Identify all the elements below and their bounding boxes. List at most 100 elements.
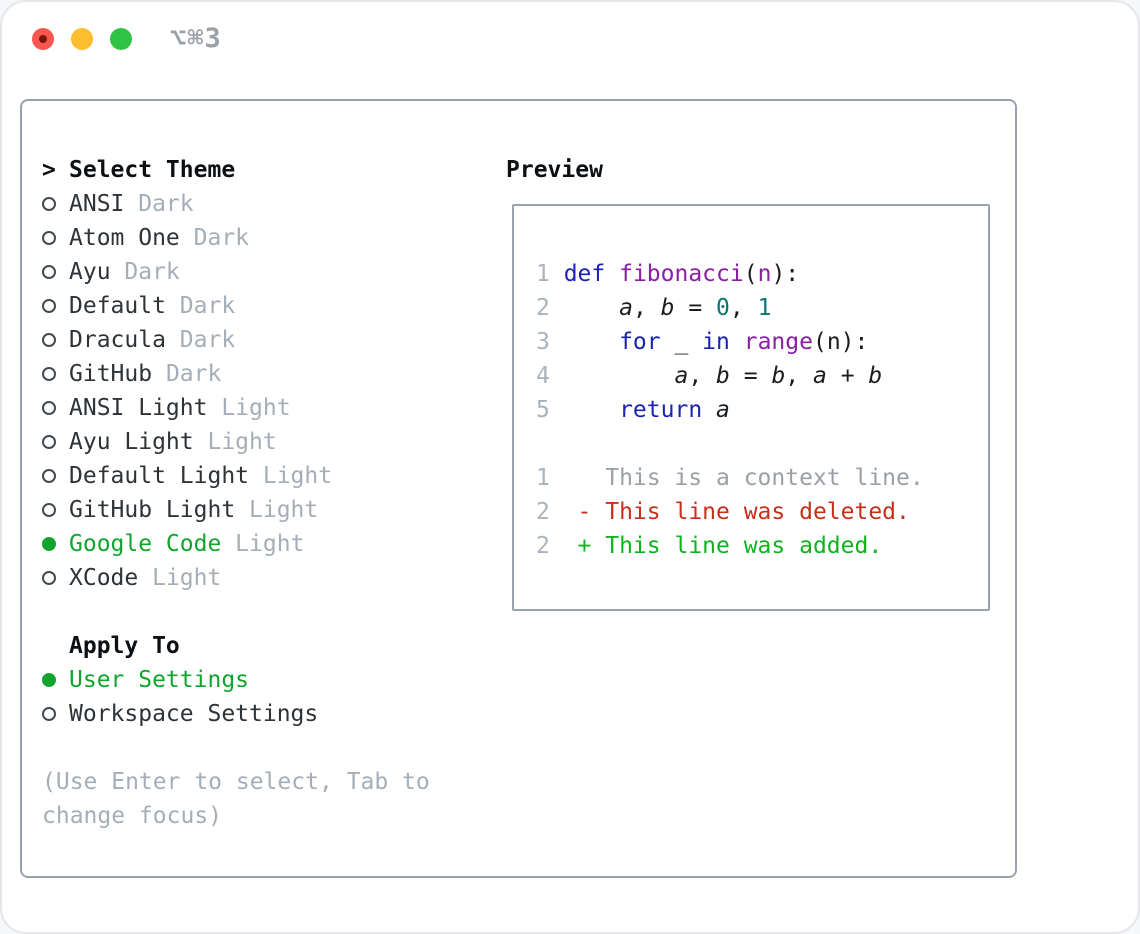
radio-icon[interactable] bbox=[42, 231, 69, 245]
radio-icon[interactable] bbox=[42, 469, 69, 483]
code-token-function: n bbox=[757, 261, 772, 287]
theme-item[interactable]: GitHub Dark bbox=[42, 357, 430, 391]
code-token-function: range bbox=[743, 329, 813, 355]
code-token-deleted: - This line was deleted. bbox=[577, 499, 910, 525]
code-token-keyword: for bbox=[619, 329, 661, 355]
code-token-code bbox=[730, 329, 744, 355]
code-token-code: b bbox=[771, 363, 786, 389]
theme-item-variant: Light bbox=[221, 531, 305, 557]
minimize-button-icon[interactable] bbox=[71, 28, 93, 50]
theme-item[interactable]: Default Dark bbox=[42, 289, 430, 323]
line-number: 2 bbox=[536, 533, 564, 559]
theme-item[interactable]: Default Light Light bbox=[42, 459, 430, 493]
close-button-icon[interactable] bbox=[32, 28, 54, 50]
line-number: 2 bbox=[536, 295, 564, 321]
radio-icon[interactable] bbox=[42, 571, 69, 585]
line-number: 2 bbox=[536, 499, 564, 525]
theme-list-header-label: Select Theme bbox=[69, 157, 236, 183]
theme-item-name: ANSI Light bbox=[69, 395, 208, 421]
code-token-code: + bbox=[826, 363, 869, 389]
window-title: ⌥⌘3 bbox=[170, 23, 222, 54]
apply-to-header: Apply To bbox=[42, 629, 430, 663]
radio-selected-icon[interactable] bbox=[42, 537, 69, 551]
code-line: 2 a, b = 0, 1 bbox=[536, 291, 924, 325]
code-token-added: + This line was added. bbox=[577, 533, 883, 559]
theme-item[interactable]: Google Code Light bbox=[42, 527, 430, 561]
spacer bbox=[42, 731, 430, 765]
code-token-code: a bbox=[674, 363, 689, 389]
code-token-code: = bbox=[674, 295, 717, 321]
code-token-code bbox=[564, 295, 619, 321]
theme-item[interactable]: Atom One Dark bbox=[42, 221, 430, 255]
radio-icon[interactable] bbox=[42, 197, 69, 211]
line-number: 5 bbox=[536, 397, 564, 423]
radio-icon[interactable] bbox=[42, 299, 69, 313]
radio-icon[interactable] bbox=[42, 707, 69, 721]
radio-icon[interactable] bbox=[42, 503, 69, 517]
code-token-literal: 0 bbox=[716, 295, 730, 321]
theme-item-name: Atom One bbox=[69, 225, 180, 251]
apply-to-option[interactable]: Workspace Settings bbox=[42, 697, 430, 731]
theme-item[interactable]: GitHub Light Light bbox=[42, 493, 430, 527]
theme-list-header: > Select Theme bbox=[42, 153, 430, 187]
code-token-literal: 1 bbox=[757, 295, 772, 321]
theme-item-variant: Dark bbox=[124, 191, 194, 217]
theme-item[interactable]: Dracula Dark bbox=[42, 323, 430, 357]
apply-to-header-label: Apply To bbox=[69, 633, 180, 659]
radio-icon[interactable] bbox=[42, 265, 69, 279]
radio-selected-icon[interactable] bbox=[42, 673, 69, 687]
theme-item-name: Ayu bbox=[69, 259, 111, 285]
preview-heading: Preview bbox=[506, 157, 603, 183]
theme-item[interactable]: ANSI Light Light bbox=[42, 391, 430, 425]
code-token-code bbox=[564, 329, 619, 355]
code-token-code: ): bbox=[771, 261, 800, 287]
code-token-code: , bbox=[785, 363, 813, 389]
code-token-code: a bbox=[716, 397, 730, 423]
theme-item[interactable]: Ayu Light Light bbox=[42, 425, 430, 459]
zoom-button-icon[interactable] bbox=[110, 28, 132, 50]
footer-hint-line1: (Use Enter to select, Tab to bbox=[42, 769, 430, 795]
code-token-code: b bbox=[660, 295, 675, 321]
theme-item-variant: Light bbox=[193, 429, 277, 455]
cursor-icon: > bbox=[42, 157, 56, 183]
line-number: 1 bbox=[536, 261, 564, 287]
theme-item-name: XCode bbox=[69, 565, 139, 591]
apply-to-option[interactable]: User Settings bbox=[42, 663, 430, 697]
theme-item-name: GitHub Light bbox=[69, 497, 236, 523]
line-number bbox=[536, 431, 564, 457]
code-token-code: _ bbox=[660, 329, 703, 355]
code-token-code: ( bbox=[743, 261, 758, 287]
code-token-code: a bbox=[619, 295, 633, 321]
radio-icon[interactable] bbox=[42, 401, 69, 415]
code-token-code bbox=[564, 499, 578, 525]
code-line: 3 for _ in range(n): bbox=[536, 325, 924, 359]
theme-item[interactable]: XCode Light bbox=[42, 561, 430, 595]
theme-item[interactable]: ANSI Dark bbox=[42, 187, 430, 221]
code-token-code: b bbox=[868, 363, 883, 389]
code-token-code bbox=[605, 261, 619, 287]
theme-item-variant: Dark bbox=[179, 225, 250, 251]
apply-to-option-label: User Settings bbox=[69, 667, 250, 693]
code-token-code bbox=[564, 397, 619, 423]
code-token-code: , bbox=[688, 363, 717, 389]
radio-icon[interactable] bbox=[42, 333, 69, 347]
line-number: 1 bbox=[536, 465, 564, 491]
radio-icon[interactable] bbox=[42, 435, 69, 449]
theme-item[interactable]: Ayu Dark bbox=[42, 255, 430, 289]
code-token-keyword: in bbox=[702, 329, 730, 355]
code-token-code bbox=[564, 533, 578, 559]
code-token-code: = bbox=[729, 363, 772, 389]
theme-item-variant: Dark bbox=[152, 361, 222, 387]
line-number: 4 bbox=[536, 363, 564, 389]
radio-icon[interactable] bbox=[42, 367, 69, 381]
theme-item-variant: Light bbox=[235, 497, 319, 523]
code-line: 4 a, b = b, a + b bbox=[536, 359, 924, 393]
code-line: 1 def fibonacci(n): bbox=[536, 257, 924, 291]
code-token-keyword: return bbox=[619, 397, 703, 423]
theme-item-name: Google Code bbox=[69, 531, 222, 557]
theme-item-variant: Light bbox=[249, 463, 333, 489]
theme-item-name: Default Light bbox=[69, 463, 250, 489]
